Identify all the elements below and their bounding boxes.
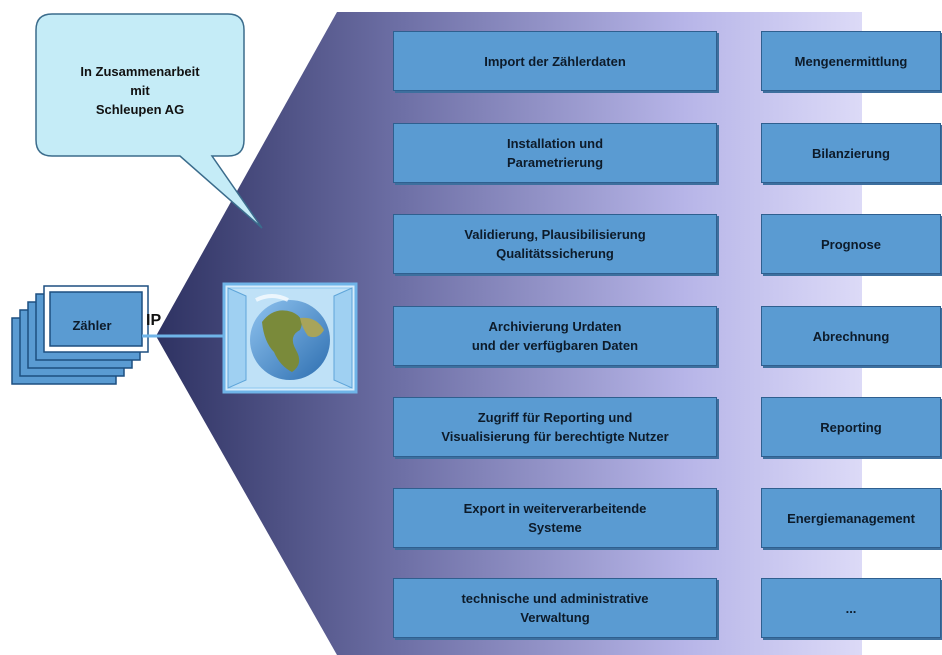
meter-stack (11, 285, 149, 385)
step-import-meter-data: Import der Zählerdaten (393, 31, 717, 91)
output-energy-management: Energiemanagement (761, 488, 941, 548)
meter-label: Zähler (72, 318, 112, 333)
step-validation-quality: Validierung, Plausibilisierung Qualitäts… (393, 214, 717, 274)
output-more: ... (761, 578, 941, 638)
ip-label: IP (146, 312, 162, 329)
output-billing: Abrechnung (761, 306, 941, 366)
step-archiving: Archivierung Urdaten und der verfügbaren… (393, 306, 717, 366)
output-reporting: Reporting (761, 397, 941, 457)
step-administration: technische und administrative Verwaltung (393, 578, 717, 638)
collaboration-note: In Zusammenarbeit mit Schleupen AG (80, 64, 200, 117)
output-balancing: Bilanzierung (761, 123, 941, 183)
globe-window-icon (222, 282, 358, 394)
speech-bubble (35, 13, 263, 229)
step-reporting-access: Zugriff für Reporting und Visualisierung… (393, 397, 717, 457)
output-quantity-determination: Mengenermittlung (761, 31, 941, 91)
output-forecast: Prognose (761, 214, 941, 274)
step-export: Export in weiterverarbeitende Systeme (393, 488, 717, 548)
step-installation-parametrization: Installation und Parametrierung (393, 123, 717, 183)
